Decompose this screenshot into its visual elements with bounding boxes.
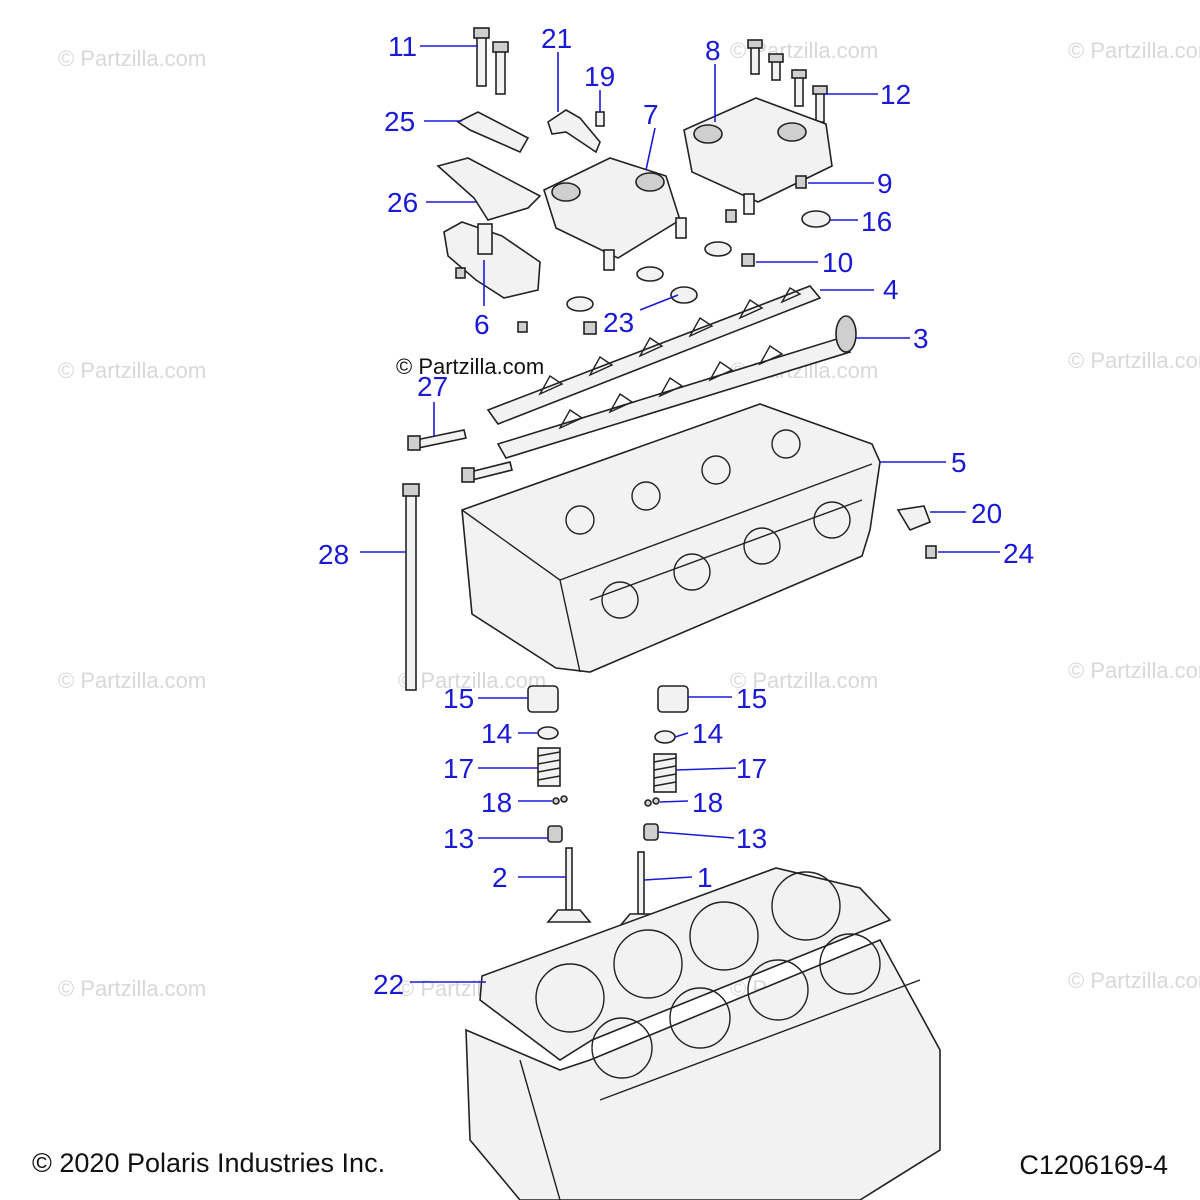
cylinder-head-part-5 [461, 403, 881, 673]
watermark: © Partzilla.com [1068, 968, 1200, 993]
watermark: © Partzilla.com [1068, 658, 1200, 683]
callout-13: 13 [443, 823, 474, 854]
leader-lines [360, 45, 1000, 983]
tappet-part-15 [527, 685, 559, 713]
callouts: 1 2 3 4 5 6 7 8 9 10 11 12 13 13 14 14 1… [318, 23, 1034, 1000]
callout-25: 25 [384, 106, 415, 137]
callout-9: 9 [877, 168, 893, 199]
gasket-part-22 [479, 867, 892, 1061]
callout-17: 17 [736, 753, 767, 784]
retainer-part-14 [537, 726, 559, 740]
callout-5: 5 [951, 447, 967, 478]
bolt-part-19 [595, 111, 605, 127]
callout-14: 14 [481, 718, 512, 749]
callout-16: 16 [861, 206, 892, 237]
bolt-part-11 [473, 27, 509, 95]
camshaft-part-3 [496, 315, 857, 459]
watermark: © Partzilla.com [58, 976, 206, 1001]
copyright-text: © 2020 Polaris Industries Inc. [32, 1148, 385, 1178]
callout-26: 26 [387, 187, 418, 218]
callout-23: 23 [603, 307, 634, 338]
bolt-part-28 [402, 483, 420, 691]
part-16 [801, 210, 831, 228]
cam-carrier-part-8 [683, 97, 833, 215]
callout-6: 6 [474, 309, 490, 340]
diagram-code: C1206169-4 [1019, 1150, 1168, 1180]
bracket-part-21 [547, 109, 601, 154]
bolt-part-12 [747, 39, 828, 123]
callout-10: 10 [822, 247, 853, 278]
watermark: © Partzilla.com [58, 46, 206, 71]
watermark: © Partzilla.com [1068, 348, 1200, 373]
bolt-part-27 [407, 429, 513, 483]
callout-4: 4 [883, 274, 899, 305]
cam-carrier-part-7 [543, 157, 687, 271]
engine-block [465, 933, 941, 1200]
watermark: © Partzilla.com [58, 358, 206, 383]
callout-2: 2 [492, 862, 508, 893]
valve-part-2 [546, 847, 592, 923]
callout-17: 17 [443, 753, 474, 784]
seal-part-13 [643, 823, 659, 841]
main-watermark: © Partzilla.com [396, 354, 544, 379]
retainer-part-14 [654, 730, 676, 744]
callout-12: 12 [880, 79, 911, 110]
callout-27: 27 [417, 371, 448, 402]
callout-21: 21 [541, 23, 572, 54]
cover-part-25 [456, 111, 530, 154]
callout-13: 13 [736, 823, 767, 854]
watermark: © Partzilla.com [58, 668, 206, 693]
callout-18: 18 [481, 787, 512, 818]
part-9 [795, 175, 807, 189]
callout-3: 3 [913, 323, 929, 354]
callout-28: 28 [318, 539, 349, 570]
callout-11: 11 [388, 31, 417, 62]
spring-part-17 [653, 753, 677, 793]
small-parts [566, 175, 831, 335]
callout-15: 15 [443, 683, 474, 714]
callout-15: 15 [736, 683, 767, 714]
valve-train-left [527, 685, 592, 923]
callout-7: 7 [643, 99, 659, 130]
callout-24: 24 [1003, 538, 1034, 569]
sensor-part-20 [896, 505, 932, 531]
callout-14: 14 [692, 718, 723, 749]
callout-19: 19 [584, 61, 615, 92]
bracket-part-6 [443, 221, 541, 333]
seal-part-13 [547, 825, 563, 843]
callout-1: 1 [697, 862, 713, 893]
callout-20: 20 [971, 498, 1002, 529]
part-23 [670, 286, 698, 304]
callout-22: 22 [373, 969, 404, 1000]
camshaft-part-4 [486, 285, 822, 425]
spring-part-17 [537, 747, 561, 787]
valve-train-right [618, 685, 689, 927]
bolt-part-24 [925, 545, 937, 559]
bracket-part-26 [436, 157, 542, 221]
tappet-part-15 [657, 685, 689, 713]
callout-18: 18 [692, 787, 723, 818]
part-10 [741, 253, 755, 267]
watermark: © Partzilla.com [398, 668, 546, 693]
watermark: © Partzilla.com [1068, 38, 1200, 63]
watermark: © Partzilla.com [730, 668, 878, 693]
callout-8: 8 [705, 35, 721, 66]
